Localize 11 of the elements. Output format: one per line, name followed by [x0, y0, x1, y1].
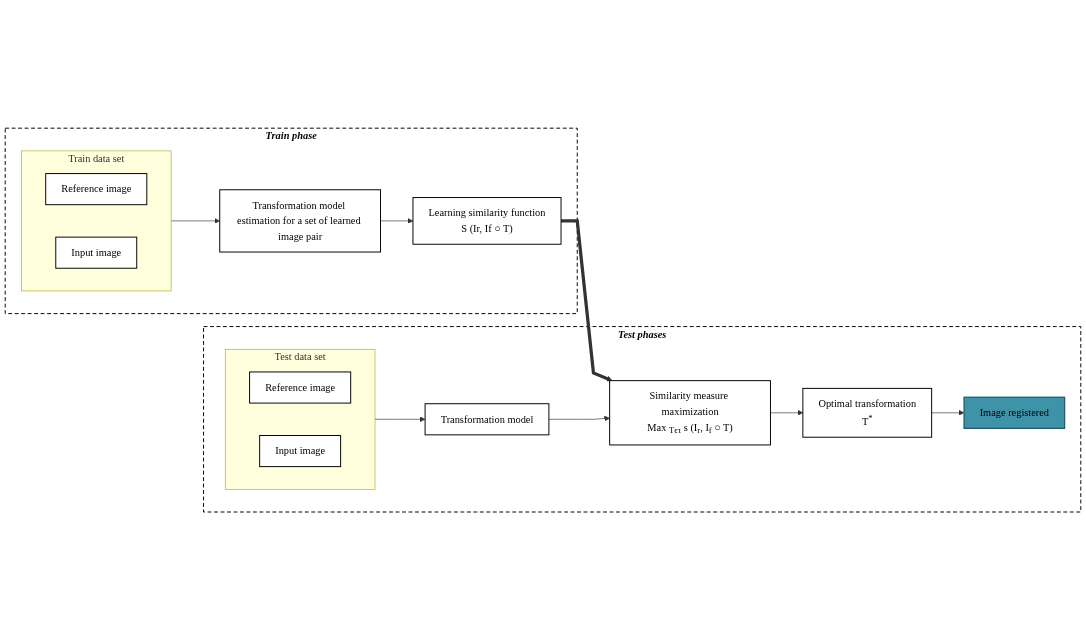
node-box: Image registered — [963, 396, 1066, 429]
node-box: Input image — [55, 236, 138, 269]
node-box: Similarity measure maximization Max $_{Tϵτ}$ s (I$_{r}$, I$_{f}$ ○ T) — [609, 380, 771, 446]
node-box: Reference image — [45, 173, 148, 206]
node-box: Optimal transformation T$^{*}$ — [802, 387, 933, 438]
node-box: Learning similarity function S (Ir, If ○ T) — [412, 196, 562, 245]
node-box: Transformation model estimation for a set of learned image pair — [219, 189, 382, 253]
node-box: Input image — [259, 434, 342, 467]
arrow — [561, 219, 613, 382]
node-box: Transformation model — [424, 403, 550, 436]
node-box: Reference image — [249, 371, 352, 404]
